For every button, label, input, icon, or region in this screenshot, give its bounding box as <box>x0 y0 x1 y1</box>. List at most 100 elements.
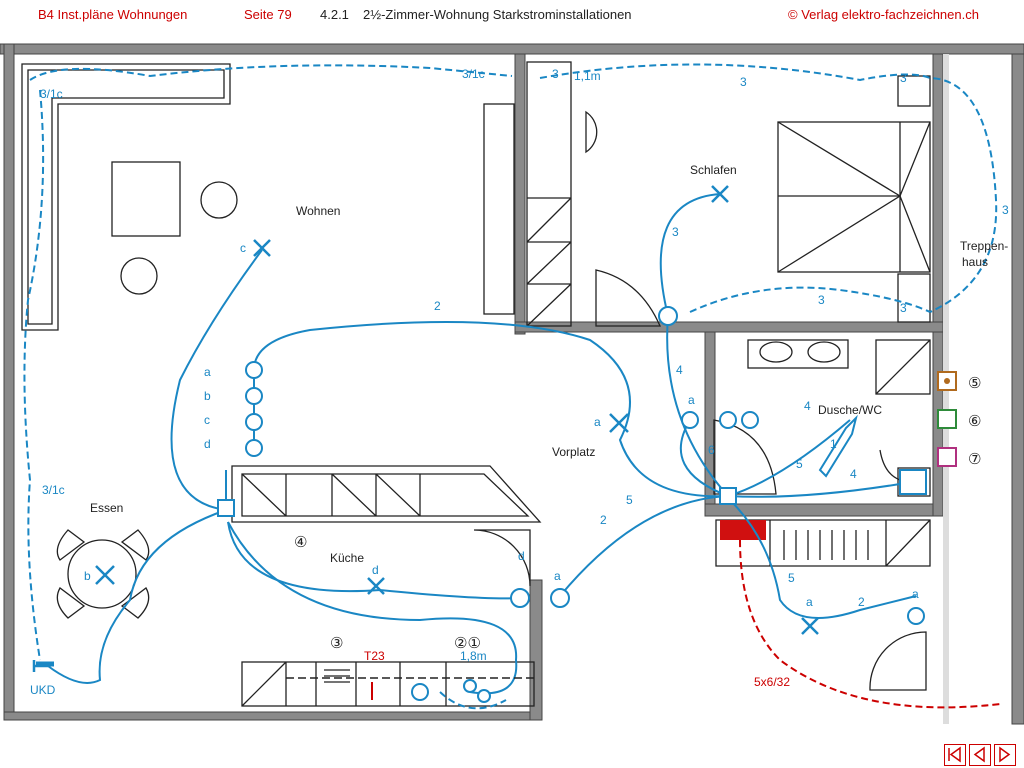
sofa <box>21 63 231 331</box>
label-b-essen: b <box>84 569 91 583</box>
section-number: 4.2.1 <box>320 7 349 22</box>
label-d-kitchen: d <box>372 563 379 577</box>
room-treppenhaus-2: haus <box>962 255 988 269</box>
label-c-list: c <box>204 413 210 427</box>
room-essen: Essen <box>90 501 123 515</box>
label-a-kitchen: a <box>554 569 561 583</box>
book-title: B4 Inst.pläne Wohnungen <box>38 7 188 22</box>
room-vorplatz: Vorplatz <box>552 445 595 459</box>
room-schlafen: Schlafen <box>690 163 737 177</box>
room-wohnen: Wohnen <box>296 204 340 218</box>
room-dusche: Dusche/WC <box>818 403 882 417</box>
label-3-c: 3 <box>900 71 907 85</box>
label-d-kitchen2: d <box>518 549 525 563</box>
legend-7: ⑦ <box>968 450 981 468</box>
label-cable-5x6: 5x6/32 <box>754 675 790 689</box>
next-page-icon <box>999 746 1011 763</box>
legend-7-box <box>937 447 957 467</box>
label-a-bath: a <box>688 393 695 407</box>
fixtures <box>217 306 927 703</box>
label-3-a: 3 <box>552 67 559 81</box>
next-page-button[interactable] <box>994 744 1016 766</box>
label-3-1c-left: 3/1c <box>40 87 63 101</box>
wall-top <box>0 43 1024 55</box>
label-height-1-8m: 1,8m <box>460 649 487 663</box>
cable-5x6 <box>739 539 1001 709</box>
label-b-list: b <box>204 389 211 403</box>
label-a-lower2: a <box>912 587 919 601</box>
label-ukd: UKD <box>30 683 56 697</box>
label-d-list: d <box>204 437 211 451</box>
door-schlafen <box>595 269 661 327</box>
page-title: 2½-Zimmer-Wohnung Starkstrominstallation… <box>363 7 632 22</box>
label-2-lower: 2 <box>600 513 607 527</box>
copyright: © Verlag elektro-fachzeichnen.ch <box>788 7 979 22</box>
label-4-bath: 4 <box>804 399 811 413</box>
label-3-d: 3 <box>1002 203 1009 217</box>
circuit-top-dashed <box>29 64 513 81</box>
room-kueche: Küche <box>330 551 364 565</box>
nightstand-1 <box>897 75 931 107</box>
wall-bath-bottom <box>704 503 944 517</box>
first-page-button[interactable] <box>944 744 966 766</box>
label-2-lower2: 2 <box>858 595 865 609</box>
furniture <box>21 61 931 707</box>
label-1-bath: 1 <box>830 437 837 451</box>
label-a-list: a <box>204 365 211 379</box>
door-bath <box>713 419 777 495</box>
label-a-lower1: a <box>806 595 813 609</box>
door-kitchen <box>473 529 531 587</box>
shelf-wohnen <box>483 103 515 315</box>
wall-right-stair <box>932 53 944 323</box>
dining-table <box>67 539 137 609</box>
kitchen-bottom-counter <box>241 661 535 707</box>
door-entrance <box>869 631 927 691</box>
lamp-round-2 <box>120 257 158 295</box>
shower <box>875 339 931 395</box>
lamp-round-1 <box>200 181 238 219</box>
label-a-vorplatz: a <box>594 415 601 429</box>
distribution-board <box>720 520 766 540</box>
label-t23: T23 <box>364 649 385 663</box>
label-height-1-1m: 1,1m <box>574 69 601 83</box>
first-page-icon <box>948 746 961 763</box>
label-5-vorplatz: 5 <box>626 493 633 507</box>
previous-page-button[interactable] <box>969 744 991 766</box>
label-2-top: 2 <box>434 299 441 313</box>
wall-kitchen-right <box>529 579 543 721</box>
nightstand-2 <box>897 273 931 323</box>
wall-bottom-left <box>3 711 535 721</box>
legend-6: ⑥ <box>968 412 981 430</box>
label-6: 6 <box>708 443 715 457</box>
legend-5: ⑤ <box>968 374 981 392</box>
page-number: Seite 79 <box>244 7 292 22</box>
wall-schlafen-bottom <box>514 321 944 333</box>
label-4-wc: 4 <box>850 467 857 481</box>
label-3-g: 3 <box>900 301 907 315</box>
legend-6-box <box>937 409 957 429</box>
label-3-1c-top: 3/1c <box>462 67 485 81</box>
marker-3: ③ <box>330 634 343 652</box>
marker-4: ④ <box>294 533 307 551</box>
bed <box>777 121 931 273</box>
chair-schlafen <box>585 110 598 154</box>
circuits <box>23 63 998 710</box>
room-treppenhaus-1: Treppen- <box>960 239 1008 253</box>
previous-page-icon <box>973 746 985 763</box>
wardrobe <box>526 61 572 327</box>
wall-left <box>3 43 15 721</box>
label-4-left: 4 <box>676 363 683 377</box>
label-c-wohnen: c <box>240 241 246 255</box>
table-wohnen <box>111 161 181 237</box>
label-3-1c-mid: 3/1c <box>42 483 65 497</box>
label-5-bath: 5 <box>796 457 803 471</box>
wall-far-right <box>1011 53 1024 725</box>
label-3-f: 3 <box>818 293 825 307</box>
circuit-c <box>170 249 263 511</box>
washbasin <box>747 339 849 369</box>
label-3-b: 3 <box>740 75 747 89</box>
wall-wohnen-schlafen <box>514 53 526 335</box>
marker-2-1: ②① <box>454 634 481 652</box>
luminaires <box>32 185 819 672</box>
